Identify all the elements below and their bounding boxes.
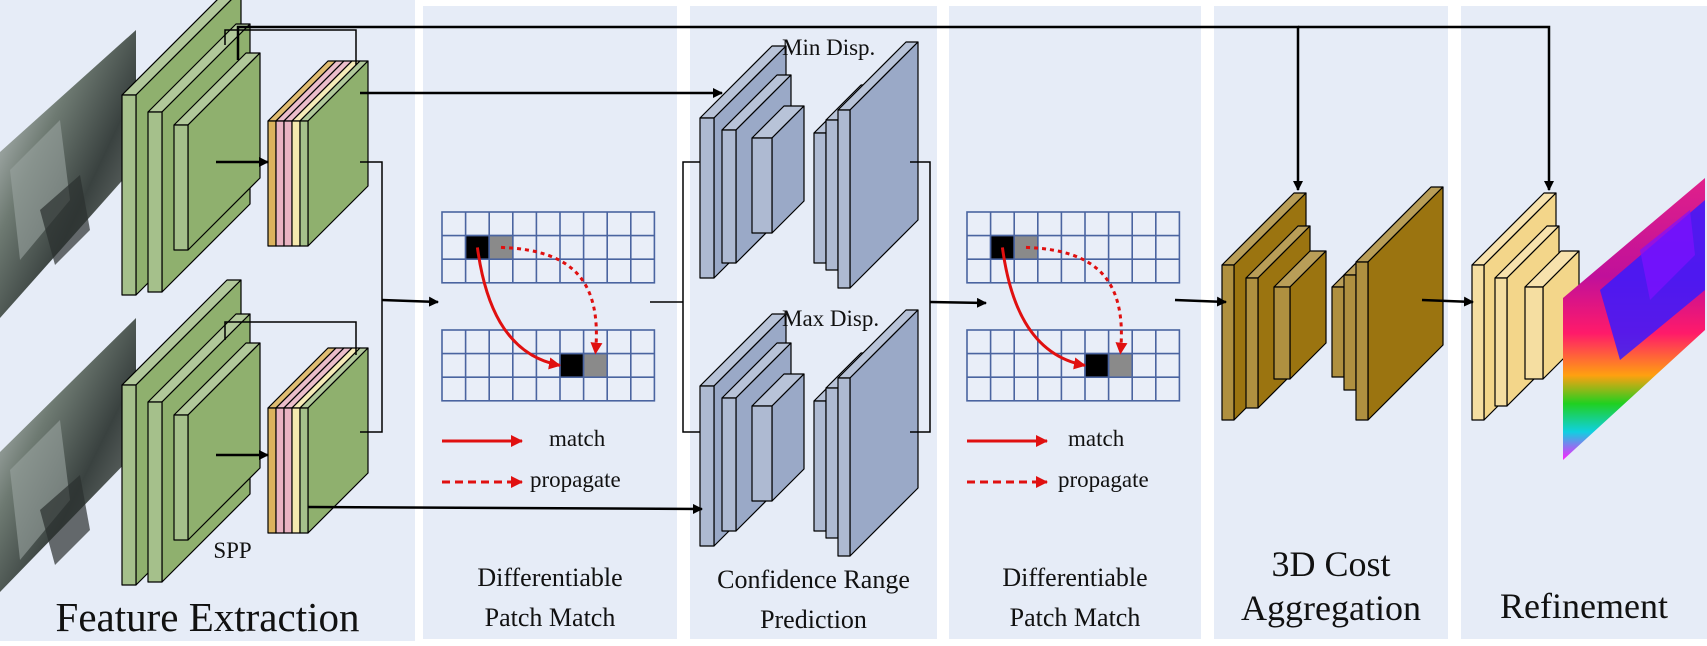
- range-max-layer-6: [837, 309, 919, 557]
- section-title-feature-extraction: Feature Extraction: [55, 594, 360, 640]
- section-title-patch-match-2-line2: Patch Match: [1009, 603, 1141, 632]
- section-title-cost-aggregation-line2: Aggregation: [1241, 588, 1421, 628]
- disparity-output: [1563, 178, 1705, 460]
- spp-label: SPP: [213, 538, 252, 563]
- skip-top-block: [224, 29, 357, 65]
- legend-propagate-2: propagate: [1058, 467, 1149, 492]
- section-title-confidence-range-line2: Prediction: [760, 605, 867, 634]
- section-title-patch-match-2: Differentiable Patch Match: [949, 558, 1201, 638]
- max-disp-label: Max Disp.: [782, 306, 880, 331]
- grid-1-matched-cell: [559, 352, 585, 379]
- section-title-cost-aggregation-line1: 3D Cost: [1271, 544, 1391, 584]
- arrow-to-cost-aggregation: [1174, 296, 1227, 307]
- feature-cnn-top-layer-3: [173, 52, 261, 251]
- bracket-range-out: [910, 161, 931, 433]
- grid-2-top: [966, 211, 1181, 284]
- network-blocks: [121, 0, 1580, 586]
- section-title-patch-match-2-line1: Differentiable: [1002, 563, 1148, 592]
- grid-2-bottom: [966, 329, 1181, 402]
- section-title-patch-match-1-line1: Differentiable: [477, 563, 623, 592]
- cost-layer-3: [1273, 250, 1327, 380]
- right-input-image: [0, 318, 136, 592]
- grid-1-bottom: [441, 329, 656, 402]
- grid-1-match-arrow: [475, 247, 561, 370]
- section-title-confidence-range: Confidence Range Prediction: [690, 560, 937, 640]
- min-disp-label: Min Disp.: [782, 35, 876, 60]
- skip-to-refinement: [1298, 25, 1554, 191]
- grid-2-arrows: [1000, 245, 1128, 370]
- section-title-cost-aggregation: 3D Cost Aggregation: [1214, 542, 1448, 630]
- grid-2-matched-cell: [1084, 352, 1110, 379]
- section-title-patch-match-1-line2: Patch Match: [484, 603, 616, 632]
- section-title-refinement: Refinement: [1500, 586, 1668, 626]
- grid-1-propagated-cell: [582, 352, 608, 379]
- arrow-to-patch-match-2: [929, 297, 987, 308]
- arrow-to-refinement: [1421, 296, 1474, 307]
- grid-1-propagate-arrow: [500, 245, 603, 355]
- grid-2-propagate-arrow: [1025, 245, 1128, 355]
- grid-2-match-arrow: [1000, 247, 1086, 370]
- bracket-range-in: [682, 161, 700, 433]
- range-min-layer-6: [837, 41, 919, 289]
- flow-arrows: [216, 25, 1554, 514]
- left-input-image: [0, 30, 136, 318]
- section-title-confidence-range-line1: Confidence Range: [717, 565, 910, 594]
- cost-layer-6: [1355, 186, 1444, 421]
- legend-propagate-1: propagate: [530, 467, 621, 492]
- arrow-right-feature-to-max: [307, 503, 703, 514]
- grid-1-arrows: [475, 245, 603, 370]
- legend-match-1: match: [549, 426, 606, 451]
- patch-grids: [441, 211, 1181, 488]
- spp-bottom-layer-5: [299, 347, 369, 534]
- skip-to-cost-aggregation: [236, 25, 1303, 191]
- spp-top-layer-5: [299, 60, 369, 247]
- grid-2-propagated-cell: [1107, 352, 1133, 379]
- range-min-layer-3: [751, 105, 805, 234]
- arrow-to-patch-match-1: [381, 296, 439, 307]
- grid-1-top: [441, 211, 656, 284]
- panel-patch-match-2: [949, 6, 1201, 639]
- panel-patch-match-1: [423, 6, 677, 639]
- bracket-features: [360, 161, 383, 433]
- feature-cnn-bottom-layer-3: [173, 342, 261, 541]
- skip-bottom-block: [224, 321, 357, 355]
- range-max-layer-3: [751, 373, 805, 502]
- section-title-patch-match-1: Differentiable Patch Match: [423, 558, 677, 638]
- legend-match-2: match: [1068, 426, 1125, 451]
